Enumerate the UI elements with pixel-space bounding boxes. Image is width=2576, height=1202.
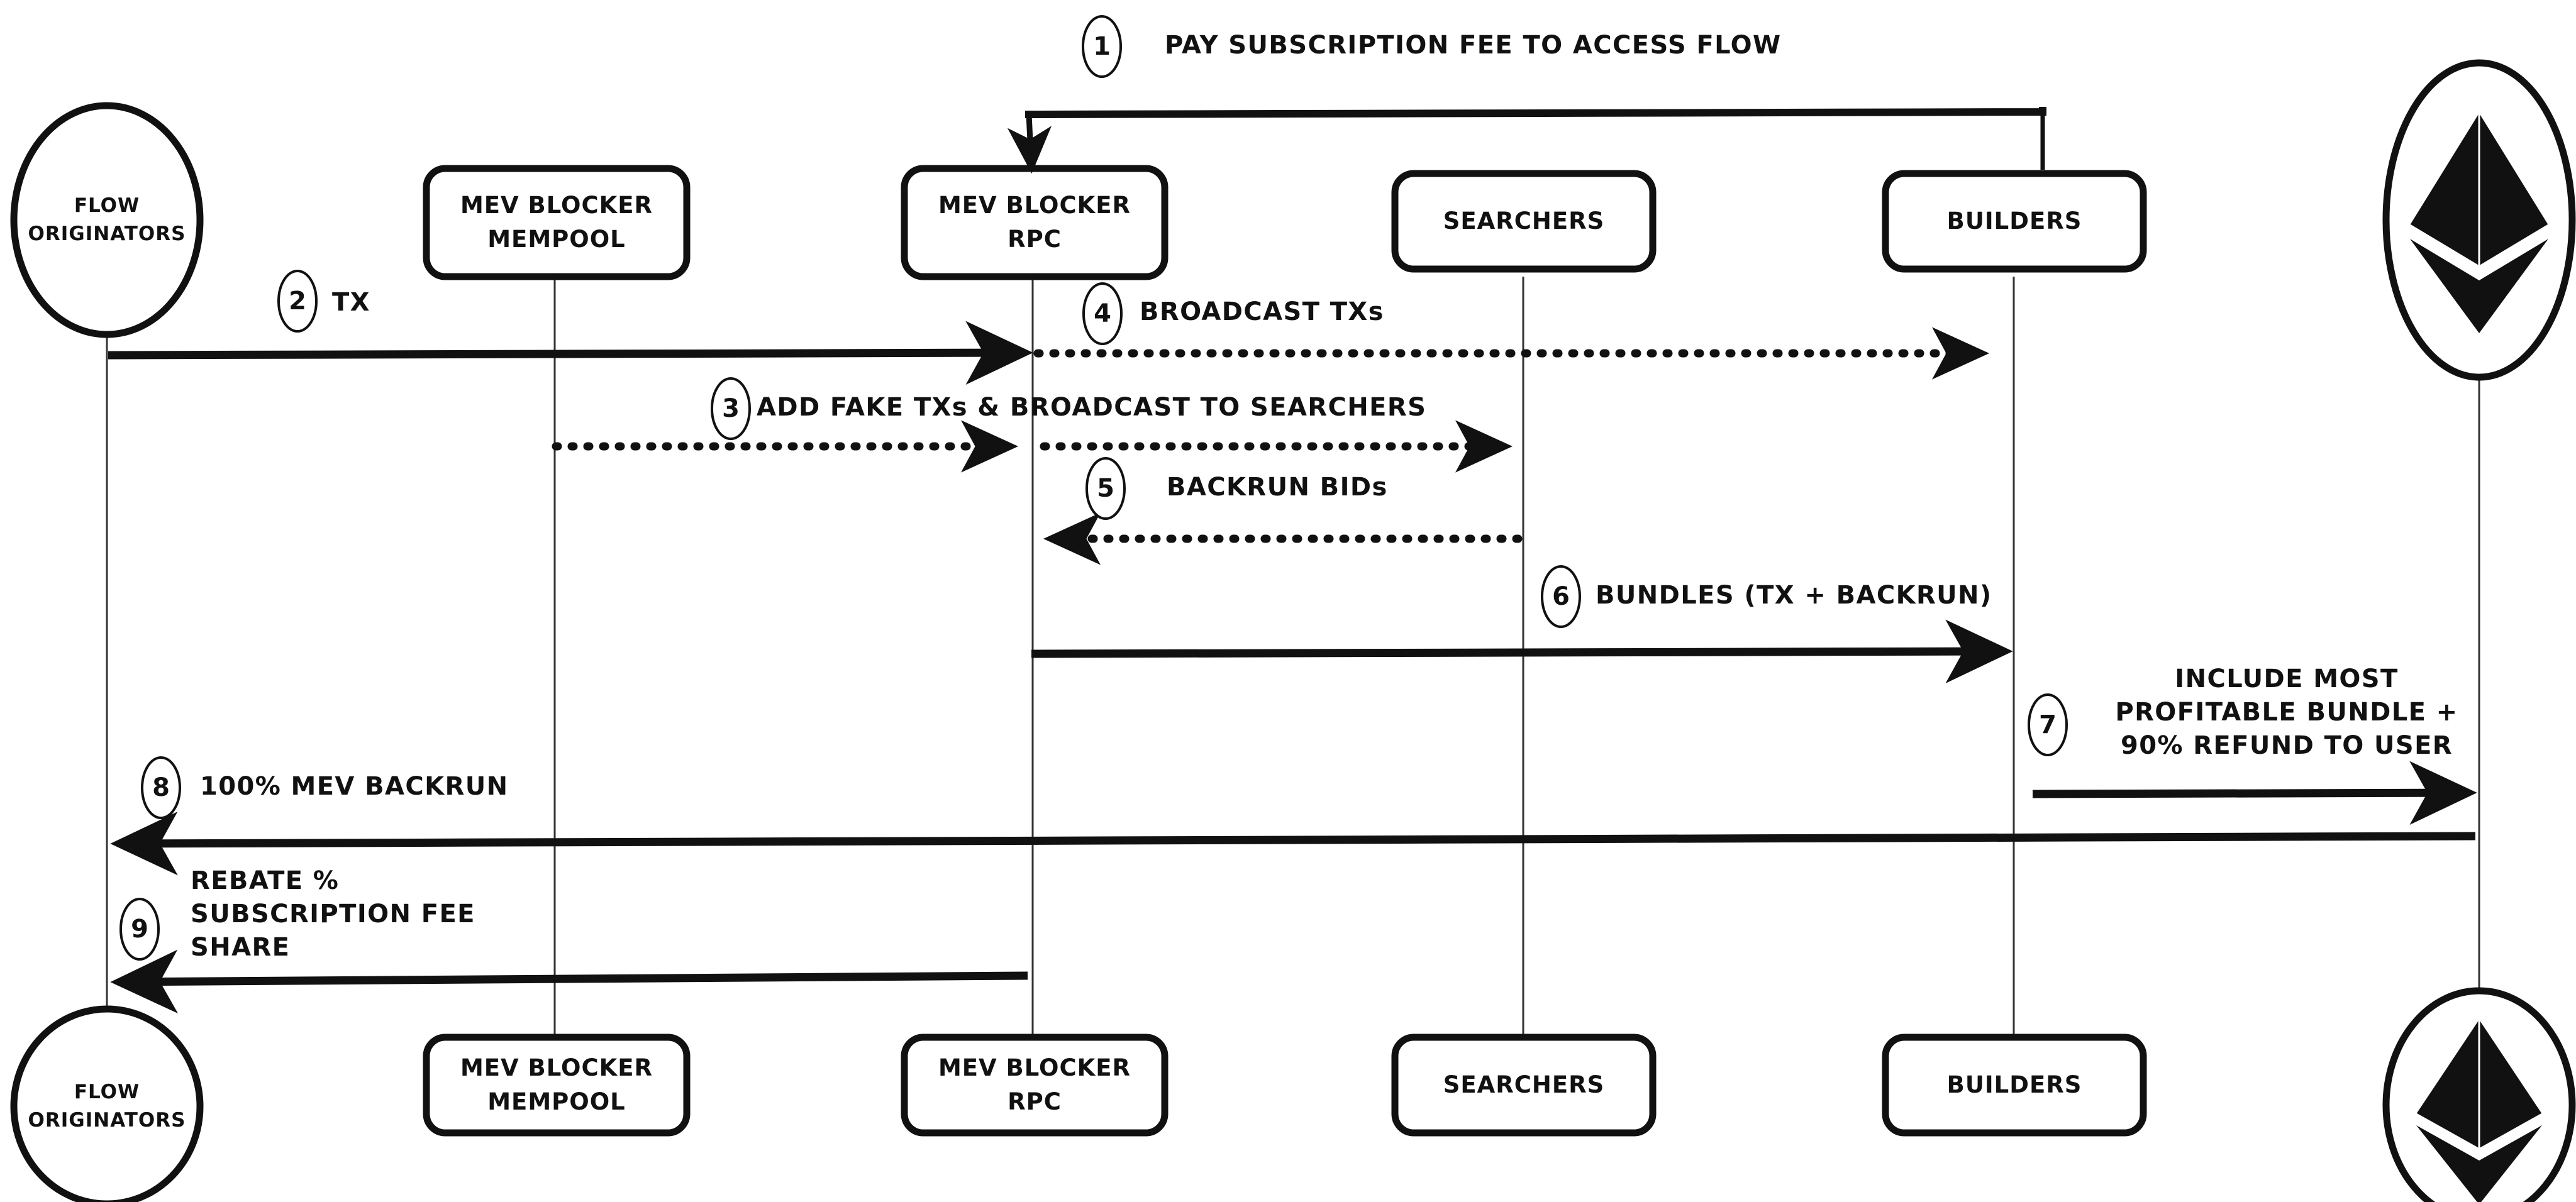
arrow-step-9 [110, 949, 1028, 1014]
node-builders-bottom[interactable] [1882, 1034, 2147, 1137]
step-number-7: 7 [2039, 710, 2057, 739]
node-flow-originators-top[interactable] [10, 102, 204, 338]
node-ethereum-bottom[interactable] [2382, 987, 2576, 1202]
step-4-ellipse [1082, 282, 1123, 345]
step-9-ellipse [119, 898, 160, 961]
node-searchers-top[interactable] [1391, 170, 1657, 273]
arrow-step-7 [2032, 761, 2477, 825]
step-8-ellipse [141, 756, 181, 819]
node-ethereum-top[interactable] [2382, 59, 2576, 381]
arrow-step-2 [108, 321, 1033, 385]
step-label-5: BACKRUN BIDs [1167, 473, 1388, 502]
step-label-1: PAY SUBSCRIPTION FEE TO ACCESS FLOW [1165, 31, 1782, 60]
step-3-ellipse [711, 377, 751, 440]
step-number-5: 5 [1097, 474, 1114, 503]
node-searchers-bottom[interactable] [1391, 1034, 1657, 1137]
step-label-3: ADD FAKE TXs & BROADCAST TO SEARCHERS [757, 393, 1427, 422]
step-7-ellipse [2028, 693, 2068, 756]
arrow-step-8 [110, 812, 2476, 876]
arrow-step-6 [1031, 619, 2013, 683]
step-number-ellipses [119, 15, 2068, 961]
bottom-nodes [10, 987, 2576, 1202]
step-label-9: REBATE % SUBSCRIPTION FEE SHARE [191, 866, 475, 962]
arrow-step-1 [1007, 107, 2046, 174]
node-mempool-bottom[interactable] [423, 1034, 691, 1137]
step-1-ellipse [1082, 15, 1122, 78]
step-label-7: INCLUDE MOST PROFITABLE BUNDLE + 90% REF… [2115, 664, 2458, 760]
step-number-8: 8 [152, 773, 170, 802]
step-5-ellipse [1085, 457, 1126, 520]
step-label-8: 100% MEV BACKRUN [200, 772, 509, 801]
step-label-2: TX [332, 288, 370, 317]
step-number-3: 3 [722, 394, 740, 423]
step-number-2: 2 [289, 287, 306, 316]
node-rpc-bottom[interactable] [901, 1034, 1169, 1137]
step-6-ellipse [1541, 565, 1581, 628]
top-nodes [10, 59, 2576, 381]
node-rpc-top[interactable] [901, 165, 1169, 280]
step-label-4: BROADCAST TXs [1140, 297, 1384, 326]
node-flow-originators-bottom[interactable] [10, 1005, 204, 1202]
node-mempool-top[interactable] [423, 165, 691, 280]
step-number-4: 4 [1094, 299, 1111, 328]
step-number-6: 6 [1552, 582, 1570, 611]
step-number-9: 9 [131, 915, 148, 944]
step-2-ellipse [277, 270, 318, 333]
step-number-1: 1 [1093, 32, 1111, 61]
node-builders-top[interactable] [1882, 170, 2147, 273]
step-label-6: BUNDLES (TX + BACKRUN) [1596, 581, 1992, 610]
